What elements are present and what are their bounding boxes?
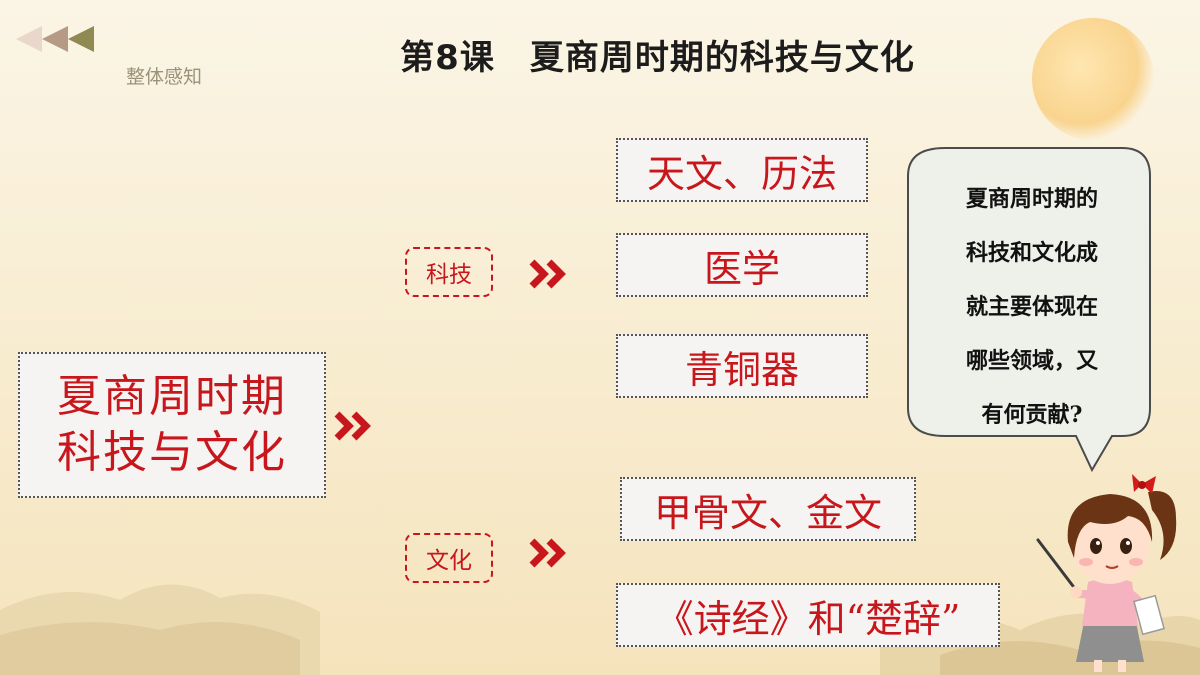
question-line-2: 科技和文化成 (965, 240, 1098, 266)
item-bronze-ware[interactable]: 青铜器 (616, 334, 868, 398)
item-poetry-classics[interactable]: 《诗经》和“楚辞” (616, 583, 1000, 647)
back-triple-arrow-icon[interactable] (14, 24, 100, 54)
question-line-1: 夏商周时期的 (965, 186, 1098, 212)
teacher-girl-with-pointer-icon (1036, 474, 1177, 672)
central-topic-line-2: 科技与文化 (57, 427, 287, 478)
sun-decoration (1032, 18, 1154, 140)
double-chevron-right-icon (334, 411, 371, 441)
central-topic-line-1: 夏商周时期 (57, 371, 287, 422)
double-chevron-right-icon (529, 538, 566, 568)
item-medicine[interactable]: 医学 (616, 233, 868, 297)
question-line-3: 就主要体现在 (965, 294, 1098, 320)
section-label: 整体感知 (126, 66, 203, 88)
question-line-4: 哪些领域，又 (965, 348, 1098, 374)
item-astronomy-calendar[interactable]: 天文、历法 (616, 138, 868, 202)
branch-tag-culture[interactable]: 文化 (405, 533, 493, 583)
item-oracle-bronze-script[interactable]: 甲骨文、金文 (620, 477, 916, 541)
branch-tag-science[interactable]: 科技 (405, 247, 493, 297)
page-title: 第8课 夏商周时期的科技与文化 (400, 38, 915, 78)
question-text: 夏商周时期的 科技和文化成 就主要体现在 哪些领域，又 有何贡献? (926, 172, 1138, 442)
question-line-5: 有何贡献? (981, 402, 1083, 428)
central-topic-box[interactable]: 夏商周时期 科技与文化 (18, 352, 326, 498)
double-chevron-right-icon (529, 259, 566, 289)
